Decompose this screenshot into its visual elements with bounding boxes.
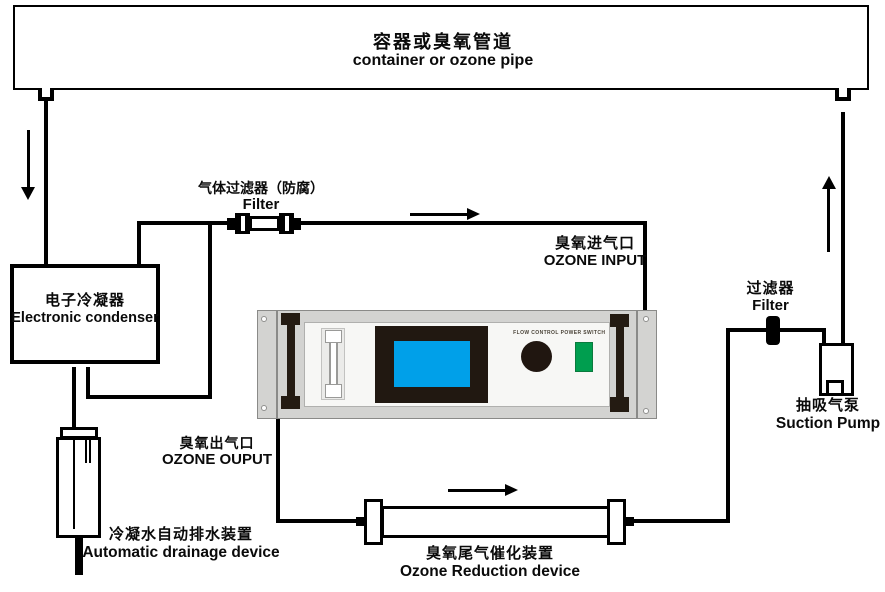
gas-filter-body — [249, 216, 280, 231]
container-nozzle-left — [38, 88, 54, 101]
condenser-label-zh: 电子冷凝器 — [44, 292, 125, 309]
flow-control-label: FLOW CONTROL — [513, 330, 559, 336]
filter-right-label-en: Filter — [752, 296, 789, 314]
gas-filter-nub-left — [227, 218, 235, 230]
gas-filter-cap-left-slot — [241, 216, 245, 231]
ozone-output-label-en: OZONE OUPUT — [161, 450, 272, 468]
flow-control-knob — [521, 341, 552, 372]
handle-left-bottom-cap — [281, 396, 300, 409]
flow-meter-tube — [329, 343, 338, 386]
condenser-box — [10, 264, 160, 364]
gas-filter-label: 气体过滤器（防腐） Filter — [185, 180, 337, 213]
container-box — [13, 5, 869, 90]
drainage-label: 冷凝水自动排水装置 Automatic drainage device — [58, 526, 304, 561]
flow-arrow-down-stem — [27, 130, 30, 187]
handle-left-top-cap — [281, 313, 300, 325]
suction-pump-label-en: Suction Pump — [775, 414, 881, 432]
ozone-input-label-en: OZONE INPUT — [543, 251, 647, 269]
flow-arrow-right-bottom-stem — [448, 489, 505, 492]
flow-arrow-down-icon — [21, 187, 35, 200]
pipe-pump-to-container — [841, 112, 845, 345]
drainage-body — [56, 437, 101, 538]
container-label-zh: 容器或臭氧管道 — [373, 32, 513, 52]
condenser-label-en: Electronic condenser — [11, 309, 159, 326]
ozone-input-label: 臭氧进气口 OZONE INPUT — [519, 235, 671, 270]
screw-hole-bottom-right — [643, 408, 649, 414]
flow-arrow-up-stem — [827, 189, 830, 252]
reduction-nozzle-right — [624, 517, 634, 526]
pipe-bypass-vertical — [208, 223, 212, 397]
handle-left-stem — [287, 325, 295, 397]
reduction-label-zh: 臭氧尾气催化装置 — [425, 545, 554, 562]
drainage-outlet-stub — [75, 538, 83, 575]
flow-meter-bottom-block — [325, 384, 342, 398]
container-nozzle-right — [835, 88, 851, 101]
screw-hole-top-right — [643, 316, 649, 322]
pipe-right-riser — [726, 330, 730, 523]
reduction-label: 臭氧尾气催化装置 Ozone Reduction device — [375, 545, 605, 580]
screen-display — [394, 341, 470, 387]
drainage-inner-tube — [73, 440, 75, 529]
container-label: 容器或臭氧管道 container or ozone pipe — [243, 32, 643, 70]
pipe-reduction-to-riser — [634, 519, 730, 523]
pipe-analyzer-output-drop — [276, 419, 280, 523]
pipe-sample-line — [137, 221, 647, 225]
suction-pump-label: 抽吸气泵 Suction Pump — [752, 397, 885, 432]
drainage-label-en: Automatic drainage device — [82, 543, 280, 561]
pipe-condenser-bottom-stub — [86, 367, 90, 397]
handle-right-top-cap — [610, 314, 629, 327]
gas-filter-label-zh: 气体过滤器（防腐） — [198, 180, 324, 196]
ozone-input-label-zh: 臭氧进气口 — [554, 235, 635, 252]
gas-filter-nub-right — [294, 218, 301, 230]
analyzer-rack-ear-right — [637, 310, 657, 419]
gas-filter-cap-right-slot — [285, 216, 289, 231]
flow-arrow-up-icon — [822, 176, 836, 189]
reduction-nozzle-left — [356, 517, 366, 526]
container-label-en: container or ozone pipe — [352, 52, 534, 70]
pipe-bypass-horizontal — [86, 395, 212, 399]
pipe-condenser-top-riser — [137, 221, 141, 266]
suction-pump-label-zh: 抽吸气泵 — [795, 397, 860, 414]
filter-right-label-zh: 过滤器 — [746, 280, 795, 297]
flow-arrow-right-top-icon — [467, 208, 480, 220]
flow-arrow-right-bottom-icon — [505, 484, 518, 496]
reduction-label-en: Ozone Reduction device — [399, 562, 580, 580]
screw-hole-bottom-left — [261, 405, 267, 411]
ozone-output-label: 臭氧出气口 OZONE OUPUT — [158, 435, 276, 468]
ozone-output-label-zh: 臭氧出气口 — [179, 435, 255, 451]
drainage-dip-tube-right — [89, 440, 91, 463]
flow-meter-top-block — [325, 330, 342, 343]
flow-arrow-right-top-stem — [410, 213, 467, 216]
drainage-dip-tube-left — [85, 440, 87, 463]
power-switch — [575, 342, 593, 372]
gas-filter-label-en: Filter — [242, 195, 280, 213]
condenser-label: 电子冷凝器 Electronic condenser — [6, 292, 164, 326]
pipe-pump-inlet-drop — [822, 328, 826, 345]
suction-pump-inner — [826, 380, 844, 396]
drainage-label-zh: 冷凝水自动排水装置 — [108, 526, 253, 543]
pipe-condenser-to-drainage — [72, 367, 76, 429]
pipe-output-to-reduction — [276, 519, 360, 523]
handle-right-bottom-cap — [610, 397, 629, 412]
handle-right-stem — [616, 327, 624, 398]
pipe-container-to-condenser — [44, 100, 48, 266]
screw-hole-top-left — [261, 316, 267, 322]
analyzer-rack-ear-left — [257, 310, 277, 419]
reduction-tube-body — [381, 506, 611, 538]
power-switch-label: POWER SWITCH — [560, 330, 606, 336]
filter-right-element — [766, 316, 780, 345]
pipe-analyzer-input-drop — [643, 221, 647, 311]
filter-right-label: 过滤器 Filter — [718, 280, 823, 315]
